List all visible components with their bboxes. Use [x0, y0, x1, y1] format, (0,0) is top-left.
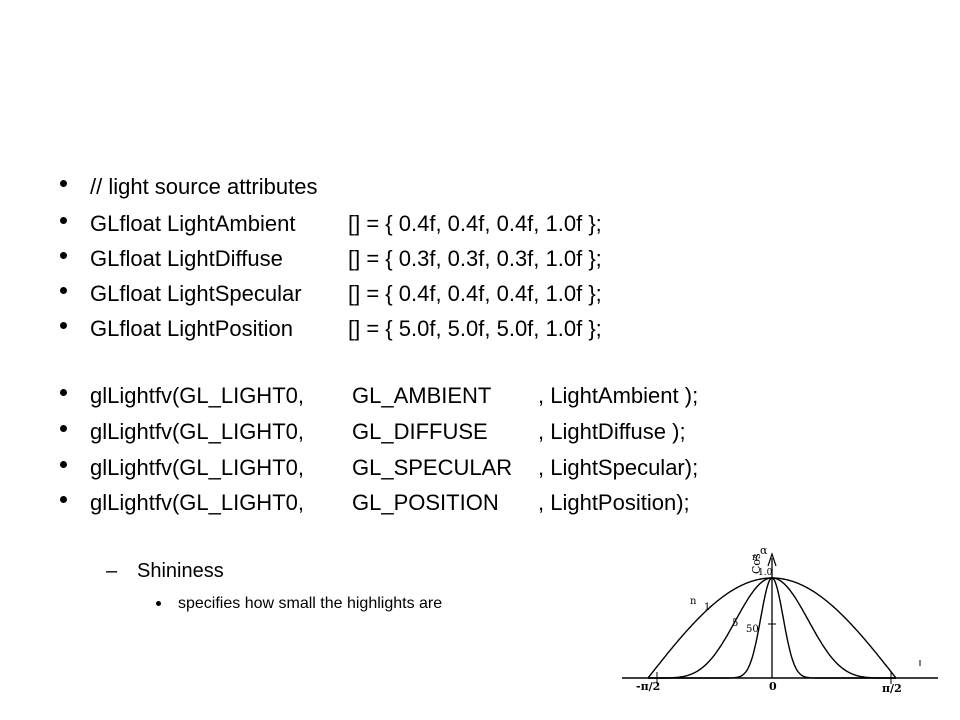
declaration-value: [] = { 0.3f, 0.3f, 0.3f, 1.0f }; — [348, 246, 602, 271]
cosine-power-figure: Cos n α 1.0 n 1 5 50 -π/2 0 π/2 — [622, 548, 938, 695]
bullet-dot — [60, 252, 67, 259]
bullet-dot — [60, 389, 67, 396]
peak-label: 1.0 — [758, 568, 773, 578]
x-label-neg-pi-half: -π/2 — [636, 680, 660, 693]
call-suffix: , LightSpecular); — [538, 455, 699, 480]
sub-bullet-text: Shininess — [137, 560, 224, 582]
declaration-value: [] = { 0.4f, 0.4f, 0.4f, 1.0f }; — [348, 281, 602, 306]
call-suffix: , LightDiffuse ); — [538, 419, 686, 444]
declaration-value: [] = { 5.0f, 5.0f, 5.0f, 1.0f }; — [348, 316, 602, 341]
bullet-dot — [60, 496, 67, 503]
curve-label-1: 1 — [704, 602, 710, 613]
x-label-zero: 0 — [769, 680, 777, 693]
call-suffix: , LightAmbient ); — [538, 383, 699, 408]
curve-label-50: 50 — [746, 624, 759, 635]
call-param: GL_SPECULAR — [352, 455, 513, 480]
bullet-dot — [60, 322, 67, 329]
bullet-text: // light source attributes — [90, 174, 318, 199]
curve-label-5: 5 — [732, 618, 738, 629]
call-prefix: glLightfv(GL_LIGHT0, — [90, 383, 304, 408]
call-prefix: glLightfv(GL_LIGHT0, — [90, 455, 304, 480]
sub-bullet-shininess: – Shininess — [106, 560, 224, 583]
bullet-dot — [60, 180, 67, 187]
bullet-dot — [60, 425, 67, 432]
declaration-name: GLfloat LightAmbient — [90, 211, 296, 236]
curve-group — [647, 577, 897, 679]
call-param: GL_AMBIENT — [352, 383, 492, 408]
y-axis-symbol: α — [760, 548, 768, 557]
x-label-pi-half: π/2 — [882, 682, 902, 695]
bullet-dot — [60, 287, 67, 294]
declaration-value: [] = { 0.4f, 0.4f, 0.4f, 1.0f }; — [348, 211, 602, 236]
y-axis-arrow-icon — [767, 552, 777, 567]
declaration-name: GLfloat LightPosition — [90, 316, 294, 341]
call-param: GL_DIFFUSE — [352, 419, 488, 444]
call-prefix: glLightfv(GL_LIGHT0, — [90, 419, 304, 444]
n-label: n — [690, 596, 697, 607]
call-suffix: , LightPosition); — [538, 490, 690, 515]
bullet-dot — [60, 217, 67, 224]
declaration-name: GLfloat LightDiffuse — [90, 246, 283, 271]
call-param: GL_POSITION — [352, 490, 499, 515]
declaration-name: GLfloat LightSpecular — [90, 281, 302, 306]
bullet-dot — [156, 601, 161, 606]
sub-sub-bullet-text: specifies how small the highlights are — [178, 595, 443, 612]
y-axis-label: Cos — [750, 553, 763, 574]
cosine-curve-n-50 — [648, 577, 896, 679]
sub-bullet-dash: – — [106, 560, 118, 582]
call-prefix: glLightfv(GL_LIGHT0, — [90, 490, 304, 515]
y-axis-exponent: n — [752, 553, 758, 563]
bullet-dot — [60, 461, 67, 468]
